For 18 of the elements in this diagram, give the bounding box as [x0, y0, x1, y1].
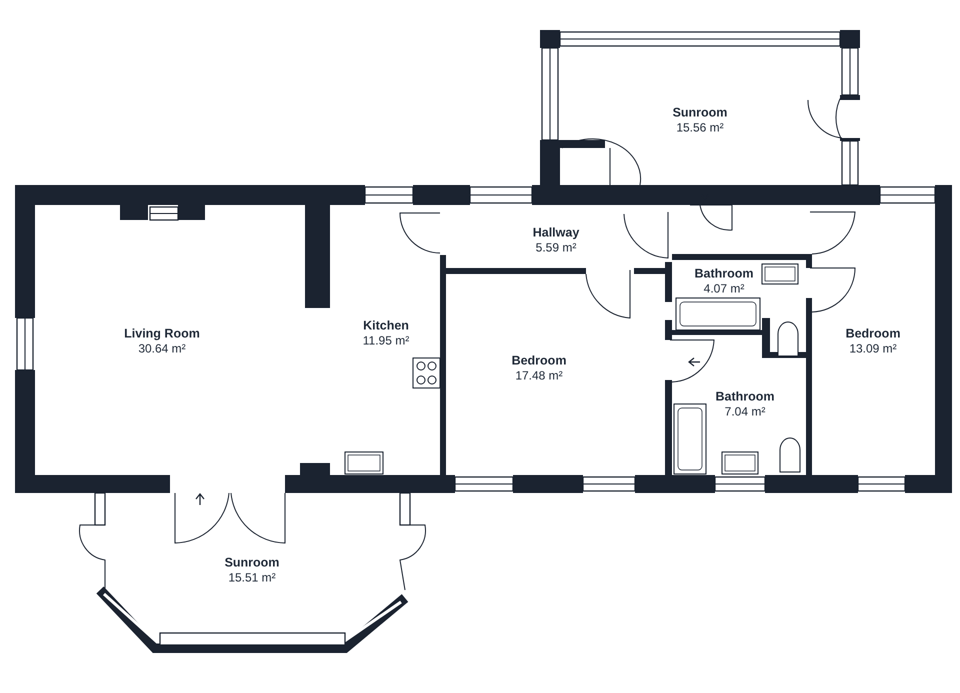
room-name: Bathroom [715, 388, 775, 404]
room-name: Sunroom [224, 554, 280, 570]
room-area: 15.56 m² [676, 120, 724, 136]
room-name: Bathroom [694, 266, 754, 282]
room-name: Bedroom [846, 326, 900, 342]
room-area: 11.95 m² [362, 334, 410, 348]
room-area: 15.51 m² [228, 570, 276, 586]
room-name: Sunroom [672, 104, 728, 120]
room-area: 30.64 m² [138, 342, 186, 356]
room-area: 13.09 m² [849, 342, 897, 356]
room-name: Hallway [532, 224, 580, 240]
room-name: Kitchen [363, 318, 409, 334]
room-name: Bedroom [512, 352, 566, 368]
room-name: Living Room [124, 326, 200, 342]
room-area: 17.48 m² [515, 368, 563, 384]
room-area: 4.07 m² [704, 282, 744, 296]
room-area: 5.59 m² [536, 240, 576, 256]
room-area: 7.04 m² [724, 404, 766, 420]
